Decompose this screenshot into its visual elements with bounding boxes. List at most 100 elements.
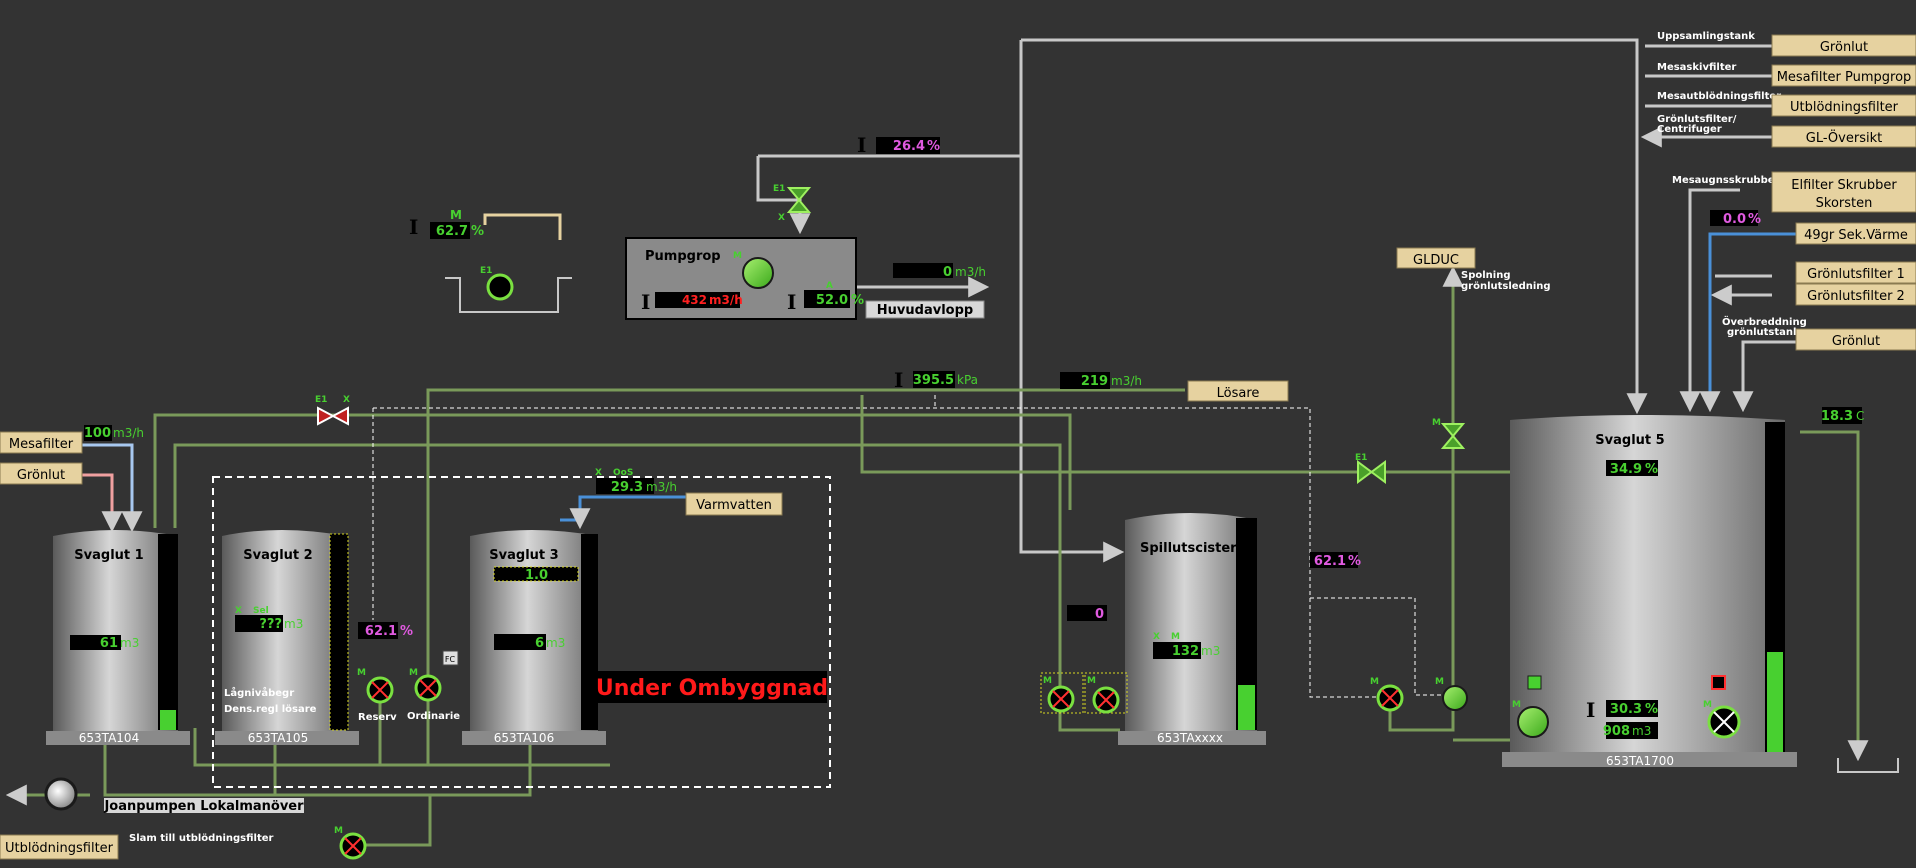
tank3-value-box: [494, 634, 546, 650]
e1-valve-icon[interactable]: [1357, 460, 1386, 484]
spill-base: [1118, 731, 1266, 745]
ordinarie-pump-mode: M: [409, 668, 418, 678]
spill-pumps: M M: [1040, 672, 1128, 714]
tank2-base: [215, 731, 359, 745]
outlet-value-box: [893, 263, 953, 278]
fc-box[interactable]: [442, 650, 459, 666]
varmvatten-x: X: [595, 468, 602, 478]
pumpgrop-valve-icon[interactable]: [786, 187, 812, 213]
link-glduc[interactable]: [1396, 247, 1476, 269]
caption-overbreddning: Överbreddning: [1722, 314, 1807, 328]
pressure-value: 395.5: [913, 373, 954, 388]
link-utblodningsfilter-top-label: Utblödningsfilter: [1790, 100, 1899, 115]
link-utblodningsfilter-left[interactable]: [0, 834, 119, 860]
tank2-name: Svaglut 2: [243, 548, 312, 563]
outlet-flow-value: 0: [943, 265, 952, 280]
tank2-note-line2: Dens.regl lösare: [224, 704, 317, 715]
middle-pumps: M Reserv M Ordinarie FC: [357, 650, 460, 723]
caption-gronlutsfilter: Grönlutsfilter/: [1657, 114, 1737, 125]
fc-label: FC: [445, 655, 456, 664]
tank1-value-box: [70, 635, 121, 650]
tank1-tag: 653TA104: [79, 731, 139, 745]
tank-body: [1125, 513, 1257, 735]
spill-tag: 653TAxxxx: [1157, 731, 1223, 745]
tank-svaglut-5[interactable]: Svaglut 5 34.9 % M M I 30.3 % 908 m3 653…: [1502, 415, 1797, 768]
link-gronlut-top[interactable]: [1771, 34, 1916, 57]
left-links: Mesafilter Grönlut Utblödningsfilter 100…: [0, 425, 144, 860]
tank5-temp-value: 18.3: [1821, 409, 1853, 424]
link-gronlutsfilter-1[interactable]: [1795, 261, 1916, 284]
tank5-pump2-mode: M: [1703, 700, 1712, 710]
reserv-pump-mode: M: [357, 668, 366, 678]
spill-pump2-mode: M: [1087, 676, 1096, 686]
losare-flow-unit: m3/h: [1111, 374, 1142, 388]
level-value-box: [430, 222, 470, 239]
link-mesafilter[interactable]: [0, 431, 83, 454]
tank5-percent-unit: %: [1645, 702, 1658, 717]
huvudavlopp-link[interactable]: [865, 300, 985, 319]
link-49gr-sek-varme-label: 49gr Sek.Värme: [1804, 228, 1908, 243]
varmvatten-flow-value: 29.3: [611, 480, 643, 495]
link-mesafilter-pumpgrop[interactable]: [1771, 64, 1916, 87]
joanpumpen-icon[interactable]: [44, 777, 78, 811]
sek-varme-unit: %: [1748, 212, 1761, 227]
gl-pump2-icon[interactable]: [1442, 685, 1468, 711]
slam-label: Slam till utblödningsfilter: [129, 833, 274, 844]
link-gronlutsfilter-1-label: Grönlutsfilter 1: [1807, 267, 1905, 282]
varmvatten-mode: OoS: [613, 468, 633, 478]
spill-name: Spillutscistern: [1140, 541, 1246, 556]
tank5-temp-unit: C: [1856, 409, 1864, 423]
tank-svaglut-2[interactable]: Svaglut 2 X Sel ??? m3 Lågnivåbegr Dens.…: [215, 530, 413, 745]
link-gronlutsfilter-2-label: Grönlutsfilter 2: [1807, 289, 1905, 304]
pumpgrop-pump-icon[interactable]: [742, 257, 774, 289]
spill-value-box: [1153, 642, 1201, 659]
sek-varme-value-box: [1710, 210, 1758, 226]
tank5-status-square: [1527, 675, 1542, 690]
tank5-pump1-icon[interactable]: [1517, 706, 1549, 738]
sump-level-sensor-icon[interactable]: [486, 273, 514, 301]
varmvatten-flow-box: [596, 478, 654, 494]
pressure-value-box: [913, 371, 955, 388]
sump-e1-label: E1: [480, 266, 492, 276]
spill-pump1-mode: M: [1043, 676, 1052, 686]
link-losare-label: Lösare: [1217, 386, 1260, 401]
tank-svaglut-1[interactable]: Svaglut 1 61 m3 653TA104: [46, 530, 190, 745]
tank1-base: [46, 731, 190, 745]
tank-body: [222, 530, 346, 735]
tank-svaglut-3[interactable]: Svaglut 3 1.0 6 m3 653TA106: [462, 530, 606, 745]
tank2-tag: 653TA105: [248, 731, 308, 745]
pressure-unit: kPa: [957, 373, 978, 387]
pumpgrop-speed-value: 52.0: [816, 293, 848, 308]
link-gronlutsfilter-2[interactable]: [1795, 283, 1916, 306]
spill-side-value: 0: [1095, 607, 1104, 622]
glduc-pct-unit: %: [1348, 554, 1361, 569]
pumpgrop-flow-unit: m3/h: [709, 293, 743, 307]
flow-value-box: [655, 292, 740, 308]
link-losare[interactable]: [1187, 380, 1289, 402]
link-elfilter-line2: Skorsten: [1816, 196, 1873, 211]
joanpumpen-link[interactable]: [104, 798, 304, 813]
link-gronlut-overflow[interactable]: [1795, 328, 1916, 351]
link-utblodningsfilter-left-label: Utblödningsfilter: [5, 841, 114, 856]
tank2-mode: Sel: [253, 606, 269, 616]
glduc-valve-icon[interactable]: [1440, 423, 1466, 449]
tank-spillutscistern[interactable]: Spillutscistern X M 132 m3 653TAxxxx: [1118, 513, 1266, 745]
gl-pump1-mode: M: [1370, 677, 1379, 687]
tank2-value-box: [235, 615, 283, 632]
link-49gr-sek-varme[interactable]: [1795, 222, 1916, 245]
link-utblodningsfilter-top[interactable]: [1771, 94, 1916, 117]
spill-volume-unit: m3: [1201, 644, 1220, 658]
spill-level-fill: [1238, 685, 1255, 730]
link-elfilter-skrubber[interactable]: [1771, 171, 1916, 213]
header-valve-icon[interactable]: [317, 406, 349, 426]
reserv-pump-label: Reserv: [358, 712, 397, 723]
link-gronlut-left[interactable]: [0, 462, 83, 485]
link-varmvatten[interactable]: [685, 492, 783, 516]
losare-flow-value: 219: [1081, 374, 1108, 389]
tank5-name: Svaglut 5: [1595, 433, 1664, 448]
link-gl-oversikt[interactable]: [1771, 125, 1916, 148]
indicator-i-icon: I: [857, 133, 866, 157]
tank5-level-box: [1606, 460, 1658, 476]
tank1-volume-value: 61: [100, 636, 118, 651]
